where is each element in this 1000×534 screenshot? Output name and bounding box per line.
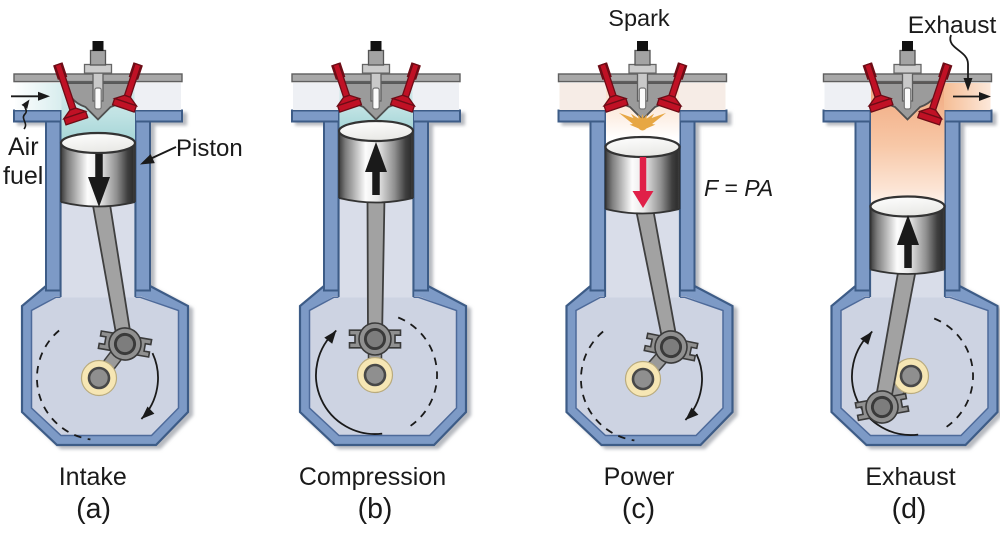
svg-text:(a): (a) <box>76 493 111 525</box>
svg-text:(b): (b) <box>358 493 393 525</box>
svg-text:fuel: fuel <box>3 162 43 190</box>
svg-text:(d): (d) <box>892 493 927 525</box>
svg-text:Spark: Spark <box>608 5 670 31</box>
svg-text:F = PA: F = PA <box>704 175 773 201</box>
svg-text:Exhaust: Exhaust <box>865 463 955 491</box>
svg-text:Piston: Piston <box>176 135 243 162</box>
svg-text:Power: Power <box>604 463 675 491</box>
svg-text:(c): (c) <box>622 493 655 525</box>
svg-text:Compression: Compression <box>299 463 446 491</box>
svg-text:Intake: Intake <box>59 463 127 491</box>
svg-text:Air: Air <box>8 133 39 161</box>
svg-text:Exhaust: Exhaust <box>908 12 997 39</box>
